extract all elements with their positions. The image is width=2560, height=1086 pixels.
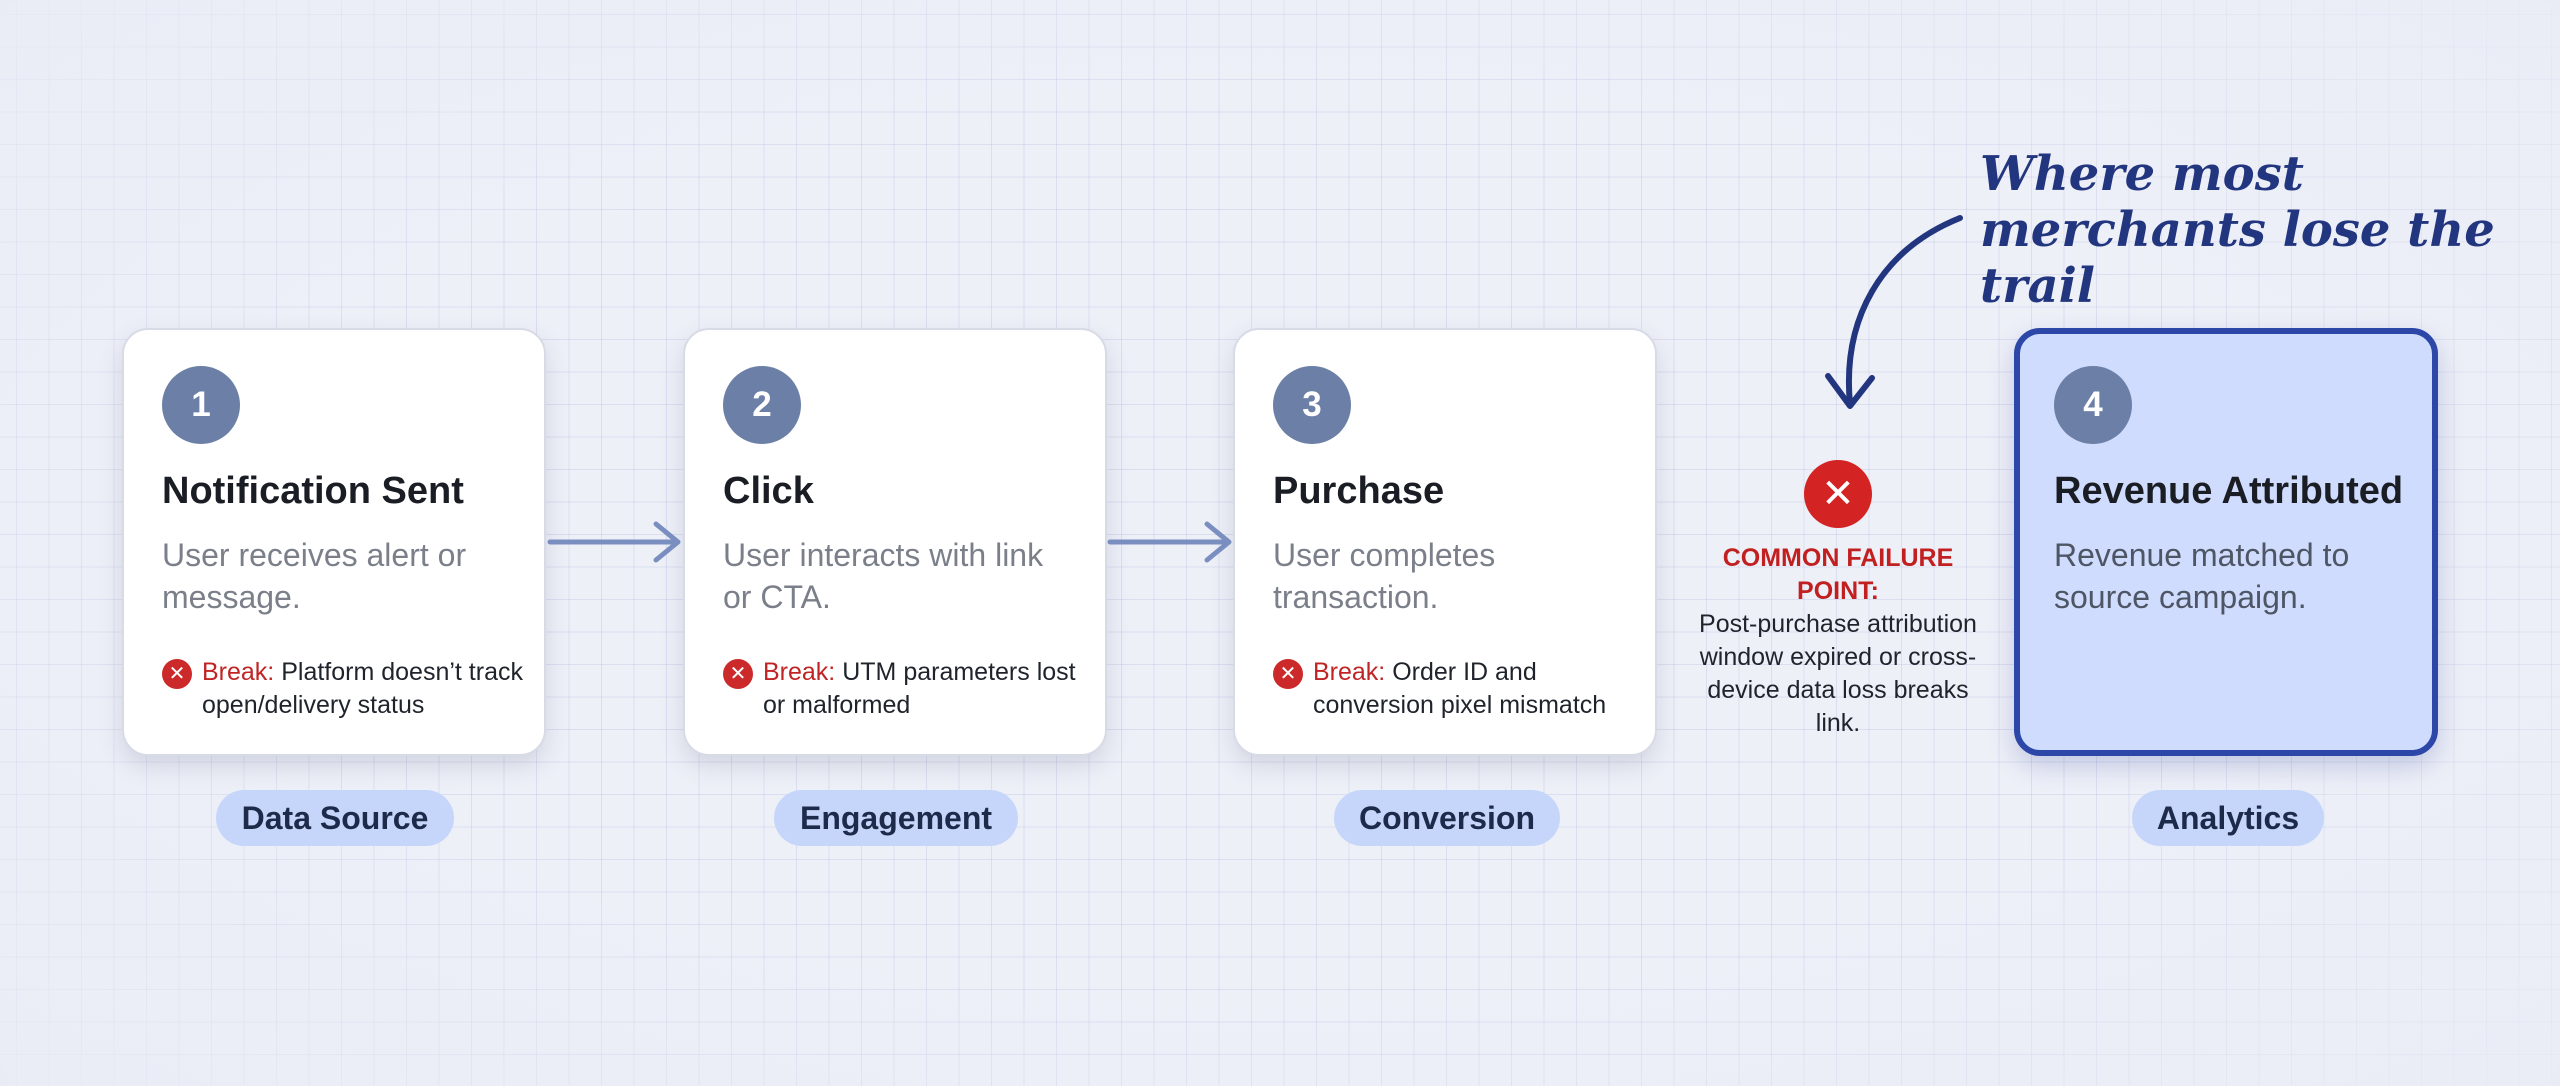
step-title: Click [723, 470, 814, 512]
step-description: User completes transaction. [1273, 537, 1496, 615]
break-label: Break: [763, 658, 836, 686]
step-number-badge: 2 [723, 366, 801, 444]
break-label: Break: [202, 658, 275, 686]
step-card-purchase: 3 Purchase User completes transaction. ✕… [1233, 328, 1657, 756]
step-card-click: 2 Click User interacts with link or CTA.… [683, 328, 1107, 756]
stage-pill-analytics: Analytics [2132, 790, 2324, 846]
x-circle-icon: ✕ [162, 659, 192, 689]
step-break-note: ✕ Break: Order ID and conversion pixel m… [1273, 656, 1643, 722]
step-description: User receives alert or message. [162, 537, 467, 615]
x-circle-icon: ✕ [1273, 659, 1303, 689]
x-circle-icon: ✕ [723, 659, 753, 689]
step-description: Revenue matched to source campaign. [2054, 537, 2350, 615]
break-text: Platform doesn’t track open/delivery sta… [202, 658, 523, 719]
step-title: Notification Sent [162, 470, 464, 512]
break-text: UTM parameters lost or malformed [763, 658, 1076, 719]
step-card-revenue-attributed: 4 Revenue Attributed Revenue matched to … [2014, 328, 2438, 756]
arrow-right-icon [547, 521, 681, 563]
stage-pill-conversion: Conversion [1334, 790, 1560, 846]
step-description: User interacts with link or CTA. [723, 537, 1044, 615]
break-label: Break: [1313, 658, 1386, 686]
failure-title: COMMON FAILURE POINT: [1722, 544, 1954, 605]
curved-arrow-down-icon [1825, 215, 1963, 409]
step-title: Revenue Attributed [2054, 470, 2404, 512]
step-break-note: ✕ Break: Platform doesn’t track open/del… [162, 656, 532, 722]
step-break-note: ✕ Break: UTM parameters lost or malforme… [723, 656, 1093, 722]
stage-pill-data-source: Data Source [216, 790, 454, 846]
failure-description: Post-purchase attribution window expired… [1699, 610, 1977, 737]
break-text: Order ID and conversion pixel mismatch [1313, 658, 1607, 719]
annotation-text: Where most merchants lose the trail [1980, 146, 2495, 314]
step-number-badge: 4 [2054, 366, 2132, 444]
step-title: Purchase [1273, 470, 1445, 512]
step-card-notification-sent: 1 Notification Sent User receives alert … [122, 328, 546, 756]
arrow-right-icon [1107, 521, 1232, 563]
failure-x-circle-icon: ✕ [1804, 460, 1872, 528]
step-number-badge: 3 [1273, 366, 1351, 444]
stage-pill-engagement: Engagement [774, 790, 1018, 846]
step-number-badge: 1 [162, 366, 240, 444]
